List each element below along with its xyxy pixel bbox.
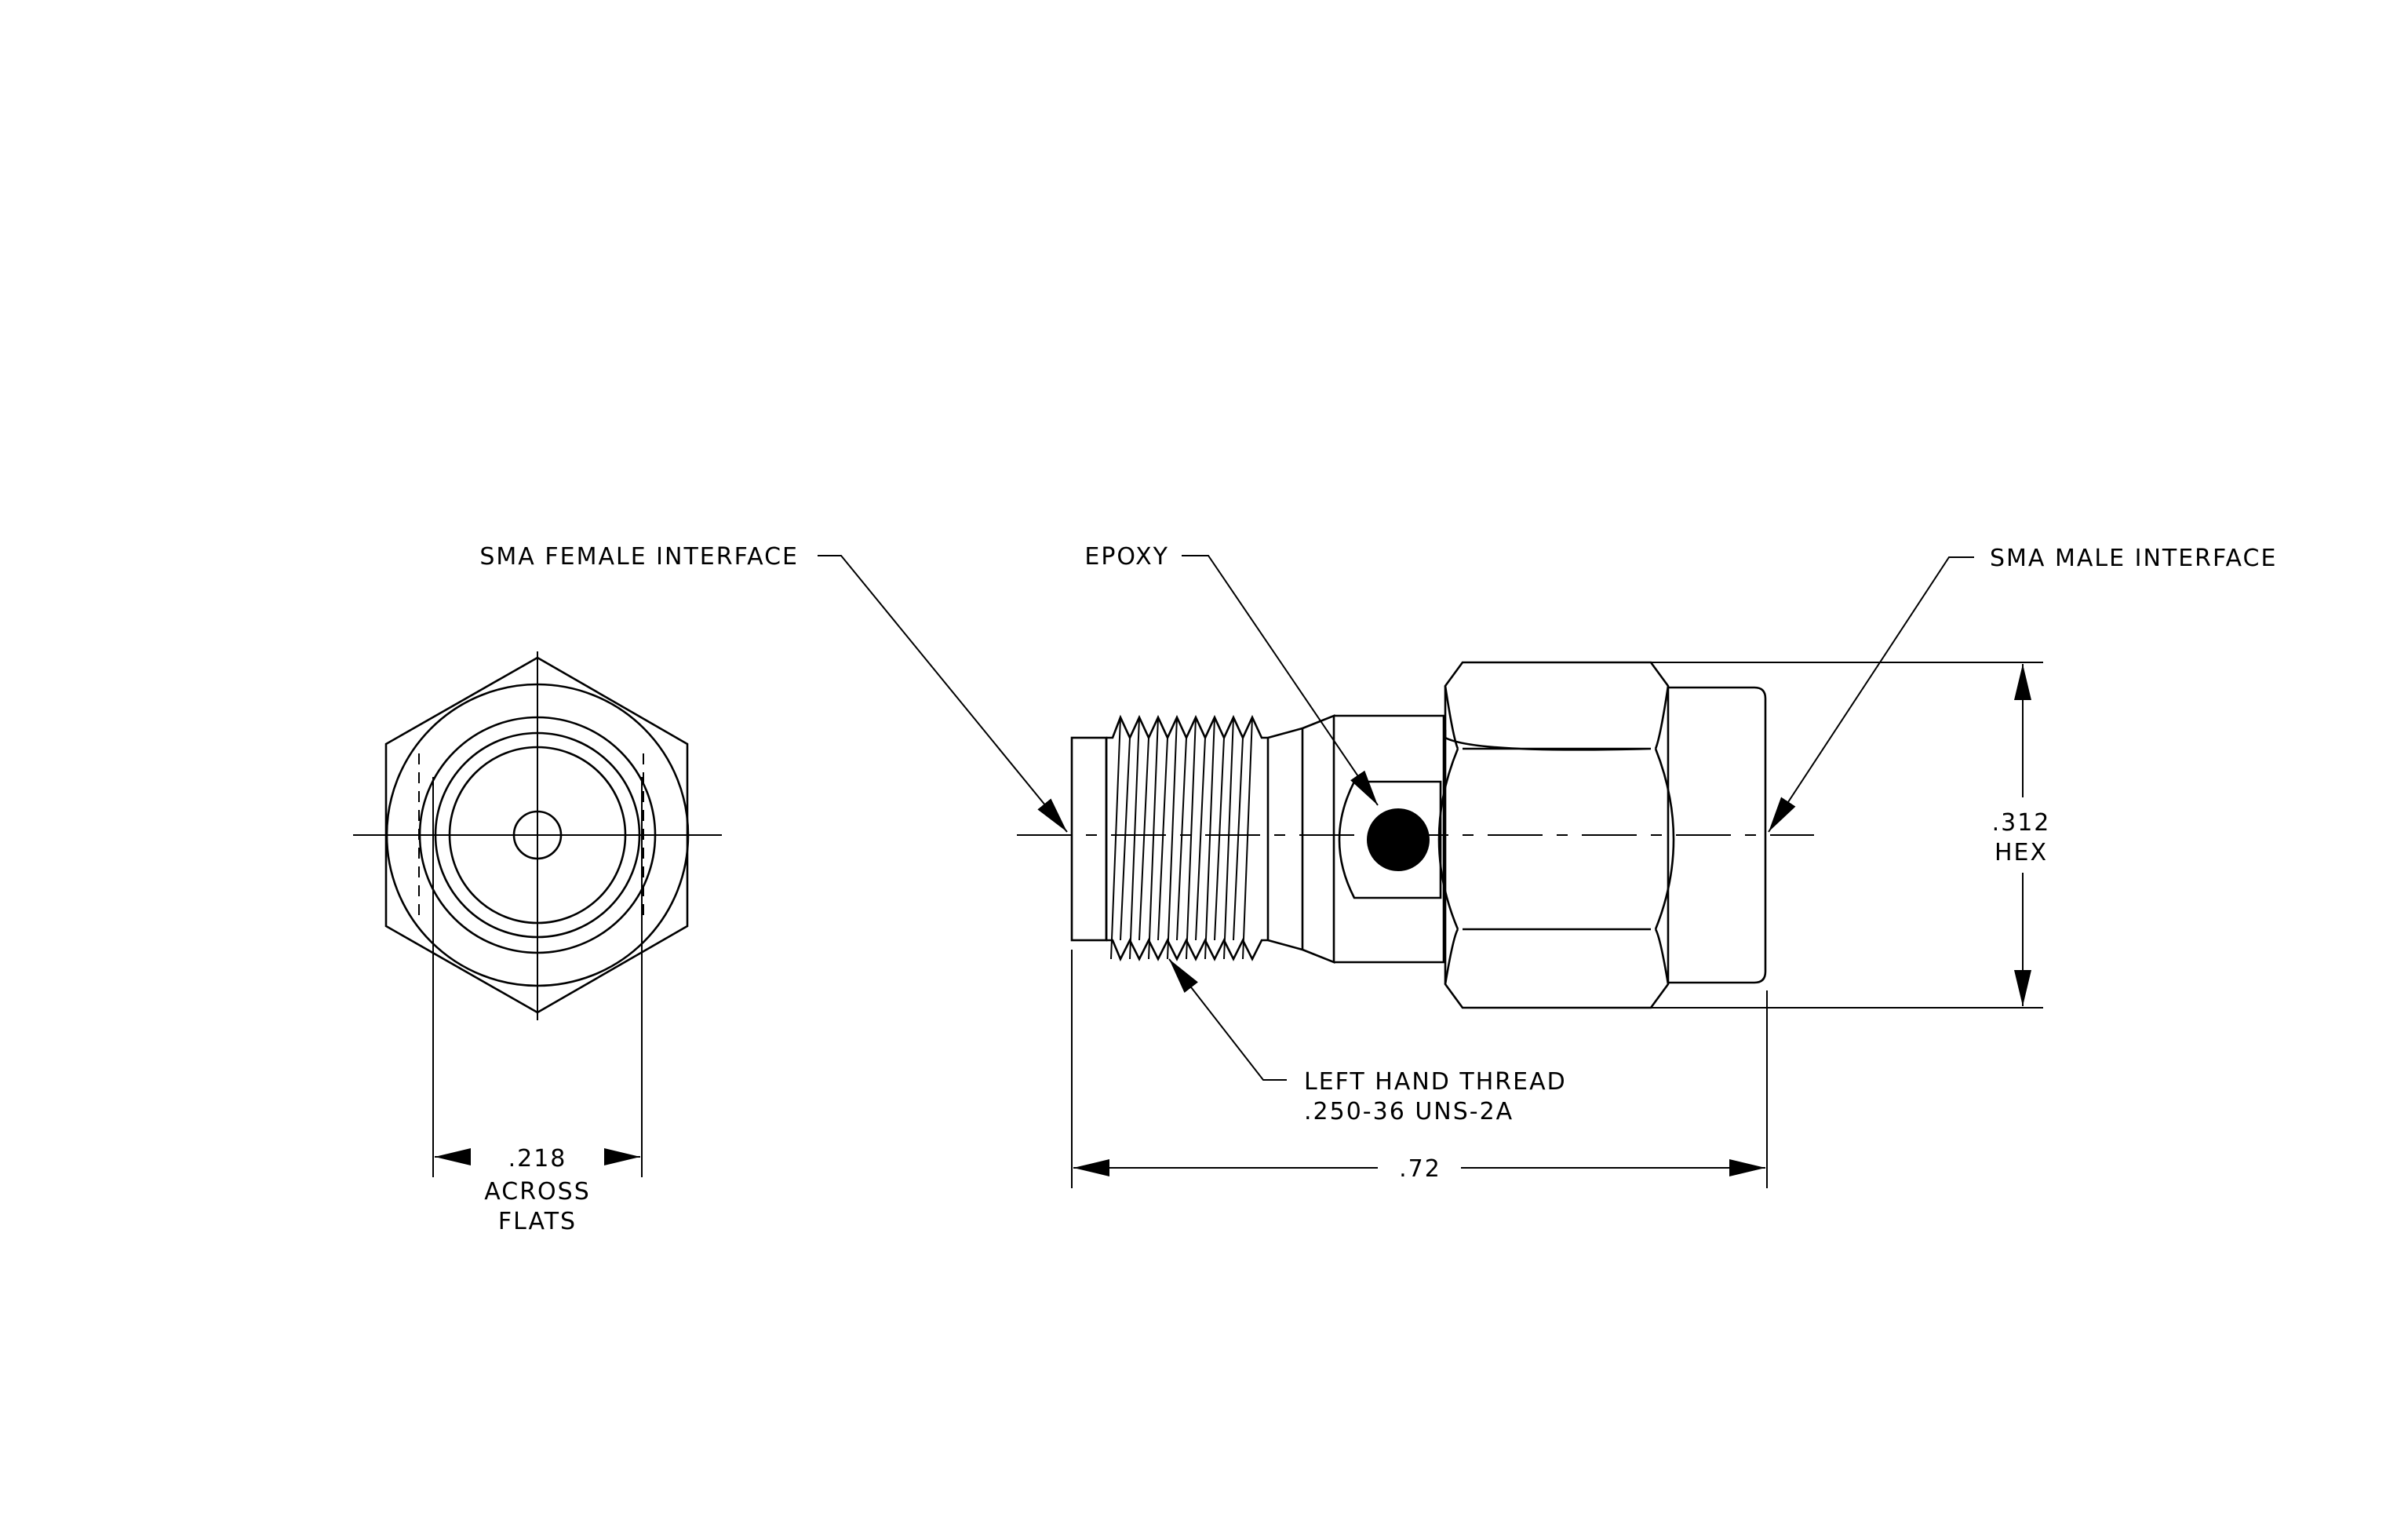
hex-dimension: .312 HEX — [1651, 662, 2051, 1009]
male-coupling — [1668, 686, 1767, 984]
epoxy-dot — [1367, 808, 1430, 871]
thread-helix-lines — [1110, 717, 1253, 960]
hex-nut-curve-left — [1437, 748, 1459, 930]
epoxy-label: EPOXY — [1084, 543, 1169, 571]
hex-nut-corner-bottom — [1444, 928, 1670, 985]
across-flats-value: .218 — [508, 1145, 567, 1173]
hex-nut-corner-top — [1444, 685, 1670, 750]
overall-length-dimension: .72 — [1071, 950, 1768, 1188]
hex-label: HEX — [1995, 839, 2048, 866]
epoxy-leader — [1182, 555, 1379, 806]
callouts: SMA FEMALE INTERFACE EPOXY SMA MALE INTE… — [479, 543, 2277, 1125]
body-section — [1334, 714, 1445, 964]
thread-label-line1: LEFT HAND THREAD — [1304, 1068, 1567, 1096]
body-neck — [1267, 714, 1335, 964]
thread-leader — [1168, 958, 1287, 1081]
epoxy-port-outline — [1338, 780, 1442, 899]
thread-label-line2: .250-36 UNS-2A — [1304, 1098, 1514, 1125]
female-interface-label: SMA FEMALE INTERFACE — [479, 543, 799, 571]
across-flats-label-line1: ACROSS — [484, 1178, 591, 1205]
male-interface-label: SMA MALE INTERFACE — [1990, 545, 2277, 572]
across-flats-label-line2: FLATS — [498, 1208, 577, 1235]
side-view — [1017, 661, 1814, 1009]
hex-value: .312 — [1992, 809, 2051, 837]
hex-nut-curve-right — [1654, 748, 1675, 930]
female-interface-leader — [818, 555, 1068, 833]
hex-nut-flat-top — [1444, 730, 1652, 751]
male-interface-leader — [1768, 556, 1974, 833]
end-view: .218 ACROSS FLATS — [353, 651, 722, 1235]
female-face — [1070, 736, 1108, 942]
length-value: .72 — [1399, 1155, 1441, 1183]
